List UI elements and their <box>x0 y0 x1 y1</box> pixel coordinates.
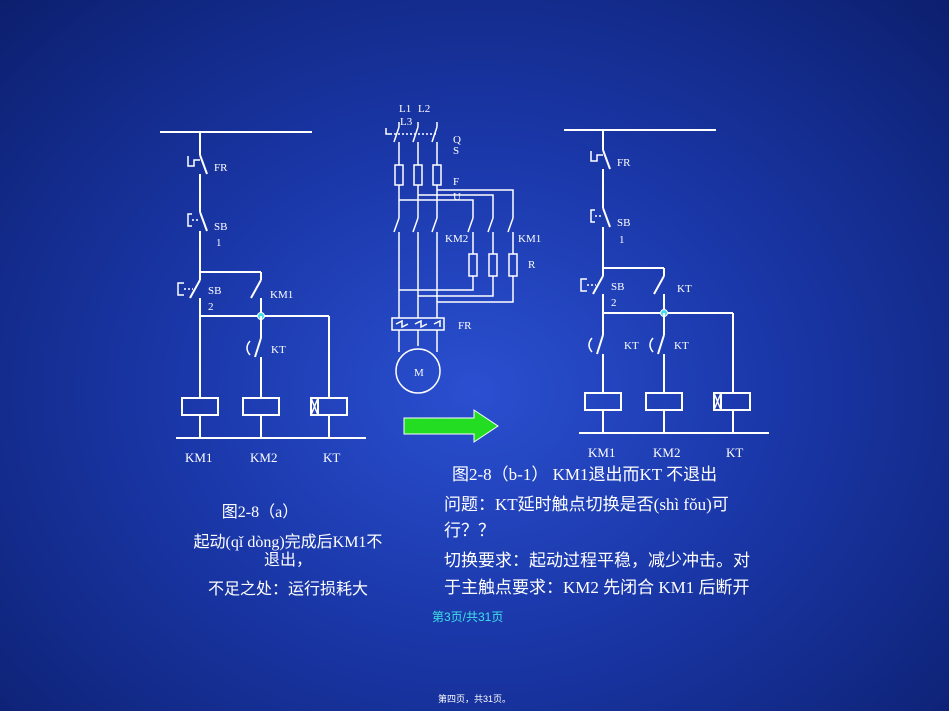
main-motor <box>395 348 441 394</box>
right-label-kt-nc: KT <box>624 340 639 352</box>
left-kt-contact <box>246 337 262 398</box>
left-label-km1-contact: KM1 <box>270 289 293 301</box>
main-contacts <box>393 217 514 233</box>
main-label-l3: L3 <box>400 116 413 128</box>
right-control-circuit: FR SB 1 SB 2 KT KT KT KM1 KM2 KT <box>564 129 769 460</box>
left-control-circuit: FR SB 1 SB 2 KM1 KT KM1 KM2 KT <box>160 131 366 465</box>
right-label-coil-km1: KM1 <box>588 445 615 460</box>
left-coil-km2 <box>242 397 280 416</box>
right-kt-nc-contact <box>588 334 604 393</box>
right-label-sb1-sub: 1 <box>619 234 625 246</box>
right-caption-line5: 于主触点要求：KM2 先闭合 KM1 后断开 <box>444 578 750 597</box>
left-label-sb2: SB <box>208 285 221 297</box>
right-label-fr: FR <box>617 157 631 169</box>
main-qs-switch <box>385 122 438 143</box>
main-resistors <box>468 253 518 277</box>
right-caption-line3: 行？？ <box>444 521 495 540</box>
right-label-sb2-sub: 2 <box>611 297 617 309</box>
right-fr-contact <box>590 149 611 180</box>
left-coil-km1 <box>181 397 219 416</box>
left-label-coil-kt: KT <box>323 450 340 465</box>
left-caption-line2: 退出， <box>263 552 312 569</box>
main-label-fu-u: U <box>453 191 461 203</box>
main-label-l1: L1 <box>399 103 411 115</box>
right-caption-line4: 切换要求：起动过程平稳，减少冲击。对 <box>444 551 750 570</box>
right-label-kt-contact: KT <box>677 283 692 295</box>
left-coil-kt <box>310 397 348 416</box>
main-label-fr: FR <box>458 320 472 332</box>
left-label-coil-km1: KM1 <box>185 450 212 465</box>
right-kt-no-contact <box>649 334 665 393</box>
right-caption-line2: 问题：KT延时触点切换是否(shì fǒu)可 <box>444 495 729 514</box>
left-caption-title: 图2-8（a） <box>221 504 299 521</box>
right-label-coil-km2: KM2 <box>653 445 680 460</box>
left-km1-contact <box>250 279 262 316</box>
main-label-r: R <box>528 259 536 271</box>
right-caption-line1: 图2-8（b-1） KM1退出而KT 不退出 <box>452 465 718 484</box>
main-label-qs-s: S <box>453 145 459 157</box>
left-fr-contact <box>187 154 208 182</box>
main-power-circuit: L1 L2 L3 Q S F U KM2 KM1 R FR M <box>385 103 541 394</box>
left-sb2-contact <box>177 272 201 316</box>
right-kt-contact <box>653 275 665 313</box>
left-caption-line3: 不足之处：运行损耗大 <box>207 581 368 598</box>
left-label-kt-contact: KT <box>271 344 286 356</box>
transition-arrow-icon <box>403 409 499 443</box>
page-indicator: 第3页/共31页 <box>432 610 504 624</box>
left-label-sb1-sub: 1 <box>216 237 222 249</box>
right-coil-kt <box>713 392 751 411</box>
right-label-kt-no: KT <box>674 340 689 352</box>
left-label-sb2-sub: 2 <box>208 301 214 313</box>
main-label-km1: KM1 <box>518 233 541 245</box>
right-label-sb2: SB <box>611 281 624 293</box>
right-sb1-contact <box>590 207 611 228</box>
main-label-km2: KM2 <box>445 233 468 245</box>
left-label-sb1: SB <box>214 221 227 233</box>
page-footer: 第四页，共31页。 <box>438 694 512 704</box>
main-label-fu-f: F <box>453 176 459 188</box>
right-coil-km1 <box>584 392 622 411</box>
main-fr-thermal <box>391 317 445 331</box>
right-label-coil-kt: KT <box>726 445 743 460</box>
left-label-coil-km2: KM2 <box>250 450 277 465</box>
main-label-l2: L2 <box>418 103 430 115</box>
main-label-motor: M <box>414 367 424 379</box>
left-caption-line1: 起动(qǐ dòng)完成后KM1不 <box>193 534 383 551</box>
right-coil-km2 <box>645 392 683 411</box>
main-label-qs-q: Q <box>453 134 461 146</box>
right-label-sb1: SB <box>617 217 630 229</box>
left-label-fr: FR <box>214 162 228 174</box>
right-sb2-contact <box>580 268 604 313</box>
left-sb1-contact <box>187 211 208 232</box>
main-fuses <box>394 164 442 186</box>
